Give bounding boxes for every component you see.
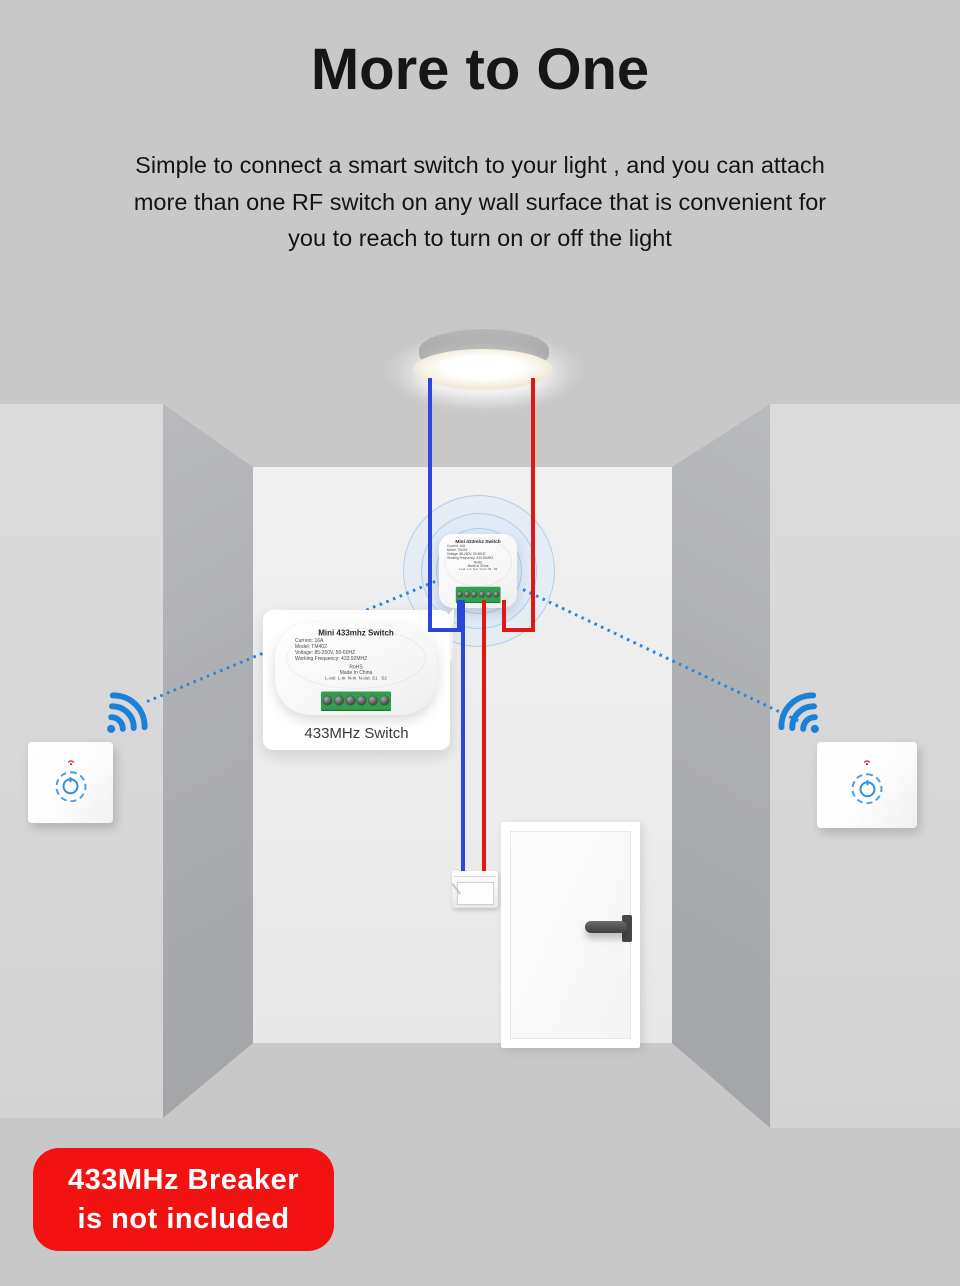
module-cert: RoHS — [473, 560, 483, 565]
breaker-switch-seam — [454, 876, 496, 877]
right-wall-reveal — [672, 404, 770, 1128]
left-wall-reveal — [163, 404, 253, 1118]
module-spec: Voltage: 85-250V, 50-60HZ — [447, 552, 486, 556]
door-handle-icon — [585, 921, 627, 933]
module-spec: Voltage: 85-250V, 50-60HZ — [295, 650, 356, 656]
wire-red-into-terminal — [502, 600, 506, 632]
touch-switch-left — [28, 742, 113, 823]
terminal-screw-icon — [485, 591, 493, 598]
module-terminal-labels: L-out L-in N-in N-out S1 S2 — [458, 568, 498, 571]
terminal-screw-icon — [456, 591, 463, 598]
description-line: you to reach to turn on or off the light — [288, 225, 672, 251]
breaker-wall-switch — [451, 871, 498, 908]
rf-module-large-label-area: Mini 433mhz Switch Current: 16A Model: T… — [275, 623, 437, 715]
module-cert: RoHS — [349, 664, 363, 671]
wire-blue-into-terminal — [457, 600, 461, 632]
terminal-screw-icon — [345, 695, 356, 706]
wire-red-to-breaker — [482, 600, 486, 874]
power-icon — [859, 780, 875, 797]
terminal-screw-icon — [379, 695, 390, 706]
terminal-screw-icon — [356, 695, 367, 706]
module-origin: Made In China — [339, 670, 373, 676]
ceiling-light-diffuser — [413, 349, 553, 390]
module-origin: Made In China — [467, 564, 489, 568]
callout-box: Mini 433mhz Switch Current: 16A Model: T… — [263, 610, 450, 750]
module-spec: Working Frequency: 433.92MHZ — [447, 555, 494, 560]
touch-button-ring — [55, 770, 86, 802]
module-spec: Working Frequency: 433.92MHZ — [295, 656, 368, 662]
status-led-wifi-icon — [863, 760, 871, 766]
wire-red-from-light — [531, 378, 535, 632]
touch-switch-right — [817, 742, 917, 828]
terminal-screw-icon — [368, 695, 379, 706]
terminal-screw-icon — [478, 591, 485, 598]
module-spec: Current: 16A — [447, 544, 466, 548]
rf-module-small-label-area: Mini 433mhz Switch Current: 16A Model: T… — [439, 534, 517, 608]
terminal-block — [321, 691, 391, 711]
terminal-screw-icon — [333, 695, 344, 706]
door-handle-plate — [622, 915, 632, 942]
breaker-switch-rocker — [457, 882, 494, 905]
page-title: More to One — [310, 37, 650, 102]
terminal-block — [455, 586, 501, 604]
terminal-screw-icon — [322, 695, 333, 706]
module-spec: Current: 16A — [295, 638, 324, 644]
wire-blue-from-light — [428, 378, 432, 632]
door — [501, 822, 640, 1048]
power-icon — [62, 778, 79, 795]
terminal-screw-icon — [463, 591, 471, 598]
rf-module-large: Mini 433mhz Switch Current: 16A Model: T… — [275, 623, 437, 715]
wifi-left-icon — [107, 692, 148, 733]
description-line: Simple to connect a smart switch to your… — [135, 152, 825, 178]
status-led-wifi-icon — [67, 760, 74, 766]
description: Simple to connect a smart switch to your… — [0, 147, 960, 257]
module-terminal-labels: L-out L-in N-in N-out S1 S2 — [325, 675, 387, 681]
terminal-screw-icon — [493, 591, 500, 598]
module-spec: Model: TM402 — [447, 548, 468, 552]
wire-blue-bend — [428, 628, 461, 632]
wifi-right-icon — [778, 692, 819, 733]
note-badge-line: is not included — [77, 1202, 290, 1235]
callout-label: 433MHz Switch — [304, 725, 409, 742]
rf-module-small: Mini 433mhz Switch Current: 16A Model: T… — [439, 534, 517, 608]
module-title: Mini 433mhz Switch — [455, 538, 501, 545]
door-panel — [510, 831, 631, 1039]
note-badge-line: 433MHz Breaker — [67, 1163, 300, 1196]
terminal-screw-icon — [471, 591, 478, 598]
module-spec: Model: TM402 — [295, 644, 327, 650]
note-badge: 433MHz Breaker is not included — [33, 1148, 334, 1251]
module-title: Mini 433mhz Switch — [318, 629, 394, 638]
touch-button-ring — [851, 773, 883, 805]
wire-red-bend — [502, 628, 535, 632]
wire-blue-to-breaker — [461, 600, 465, 874]
description-line: more than one RF switch on any wall surf… — [133, 188, 827, 215]
